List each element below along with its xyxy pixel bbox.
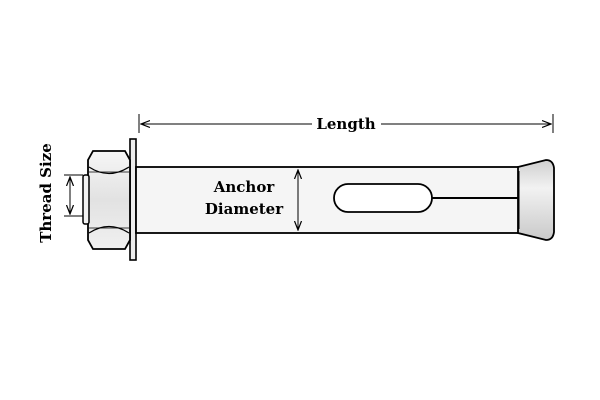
anchor-label-line2: Diameter xyxy=(205,200,284,218)
length-label: Length xyxy=(316,115,375,133)
hex-nut-lower-face xyxy=(88,225,130,234)
anchor-diameter-dimension: Anchor Diameter xyxy=(205,170,298,230)
expansion-cone xyxy=(517,159,555,241)
hex-nut-upper-face xyxy=(88,166,130,175)
hex-nut xyxy=(87,150,131,250)
length-dimension: Length xyxy=(138,114,554,133)
anchor-label-line1: Anchor xyxy=(213,178,276,196)
thread-size-dimension: Thread Size xyxy=(37,143,83,243)
hex-nut-body xyxy=(87,150,131,250)
sleeve-body xyxy=(135,166,521,234)
sleeve-slot xyxy=(333,183,433,213)
thread-size-label: Thread Size xyxy=(37,143,55,243)
anchor-sleeve xyxy=(135,166,521,234)
bolt-end xyxy=(82,174,90,225)
